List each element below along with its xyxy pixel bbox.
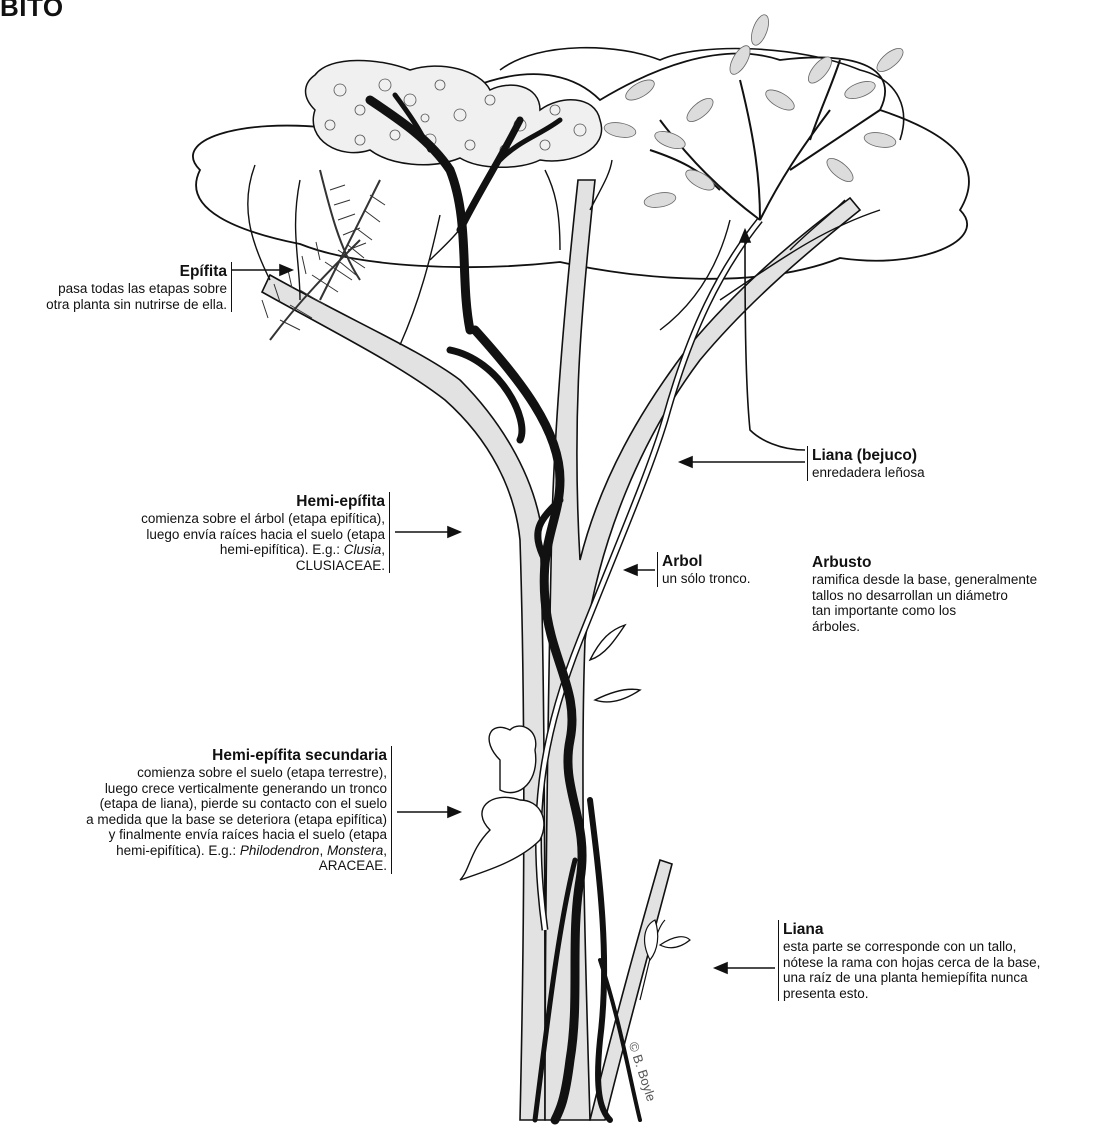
- label-hemi-epifita: Hemi-epífita comienza sobre el árbol (et…: [141, 492, 390, 573]
- label-epifita: Epífita pasa todas las etapas sobre otra…: [46, 262, 232, 312]
- label-hemi-secundaria-sep: ,: [319, 843, 327, 858]
- label-liana-bejuco: Liana (bejuco) enredadera leñosa: [807, 446, 925, 481]
- page-title: BITO: [0, 0, 64, 23]
- label-hemi-secundaria: Hemi-epífita secundaria comienza sobre e…: [86, 746, 392, 874]
- label-hemi-epifita-genus: Clusia: [344, 542, 382, 557]
- label-liana-text: esta parte se corresponde con un tallo, …: [783, 939, 1040, 1001]
- label-liana-heading: Liana: [783, 920, 1040, 939]
- label-liana-bejuco-heading: Liana (bejuco): [812, 446, 925, 465]
- label-hemi-secundaria-genus-1: Philodendron: [240, 843, 320, 858]
- label-hemi-secundaria-genus-2: Monstera: [327, 843, 383, 858]
- label-liana: Liana esta parte se corresponde con un t…: [778, 920, 1040, 1001]
- label-arbol-heading: Arbol: [662, 552, 751, 571]
- label-epifita-heading: Epífita: [46, 262, 227, 281]
- label-arbusto-heading: Arbusto: [812, 553, 1037, 572]
- label-arbol: Arbol un sólo tronco.: [657, 552, 751, 587]
- label-arbol-text: un sólo tronco.: [662, 571, 751, 587]
- label-epifita-text: pasa todas las etapas sobre otra planta …: [46, 281, 227, 312]
- host-tree: [262, 180, 860, 1120]
- liana-basal-shoot: [640, 920, 690, 1000]
- label-arbusto: Arbusto ramifica desde la base, generalm…: [812, 553, 1037, 634]
- label-liana-bejuco-text: enredadera leñosa: [812, 465, 925, 481]
- label-hemi-epifita-heading: Hemi-epífita: [141, 492, 385, 511]
- label-arbusto-text: ramifica desde la base, generalmente tal…: [812, 572, 1037, 634]
- label-hemi-secundaria-heading: Hemi-epífita secundaria: [86, 746, 387, 765]
